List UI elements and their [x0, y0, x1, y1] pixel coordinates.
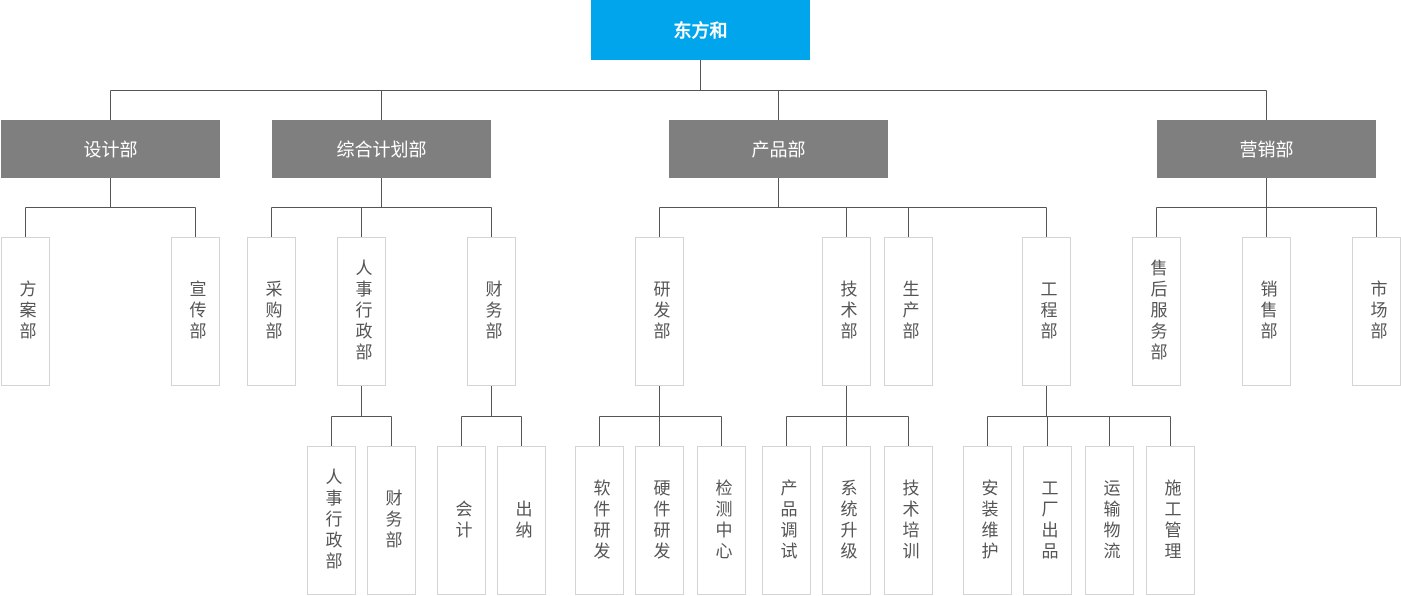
team-node: 财务部 — [467, 237, 516, 386]
connector-marketing — [1156, 178, 1377, 237]
team-label: 销售部 — [1256, 280, 1277, 343]
sub-team-node: 人事行政部 — [307, 446, 356, 595]
sub-team-label: 出纳 — [511, 499, 532, 542]
sub-team-node: 安装维护 — [963, 446, 1012, 595]
sub-team-label: 人事行政部 — [321, 468, 342, 573]
root-label: 东方和 — [673, 21, 728, 42]
team-node: 销售部 — [1242, 237, 1291, 386]
team-label: 宣传部 — [185, 280, 206, 343]
department-label: 产品部 — [751, 140, 806, 161]
connector-planning — [271, 178, 492, 237]
team-node: 宣传部 — [171, 237, 220, 386]
team-label: 市场部 — [1366, 280, 1387, 343]
team-label: 生产部 — [898, 280, 919, 343]
sub-team-node: 产品调试 — [762, 446, 811, 595]
sub-team-label: 运输物流 — [1099, 478, 1120, 563]
sub-team-label: 财务部 — [381, 489, 402, 552]
sub-team-label: 工厂出品 — [1037, 478, 1058, 563]
team-label: 售后服务部 — [1146, 259, 1167, 364]
connector-finance — [461, 386, 522, 446]
connector-engineering — [987, 386, 1171, 446]
team-label: 工程部 — [1036, 280, 1057, 343]
sub-team-node: 检测中心 — [697, 446, 746, 595]
team-node: 售后服务部 — [1132, 237, 1181, 386]
sub-team-label: 软件研发 — [589, 478, 610, 563]
sub-team-label: 技术培训 — [898, 478, 919, 563]
sub-team-node: 技术培训 — [884, 446, 933, 595]
team-node: 技术部 — [822, 237, 871, 386]
sub-team-label: 系统升级 — [836, 478, 857, 563]
sub-team-label: 产品调试 — [776, 478, 797, 563]
sub-team-label: 施工管理 — [1160, 478, 1181, 563]
sub-team-node: 硬件研发 — [635, 446, 684, 595]
team-node: 工程部 — [1022, 237, 1071, 386]
root-node: 东方和 — [591, 0, 810, 60]
connector-hr-admin — [331, 386, 392, 446]
connector-product — [659, 178, 1047, 237]
department-planning: 综合计划部 — [272, 120, 491, 178]
department-design: 设计部 — [1, 120, 220, 178]
sub-team-node: 工厂出品 — [1023, 446, 1072, 595]
department-marketing: 营销部 — [1157, 120, 1376, 178]
department-label: 综合计划部 — [336, 140, 427, 161]
team-node: 采购部 — [247, 237, 296, 386]
sub-team-label: 硬件研发 — [649, 478, 670, 563]
team-label: 方案部 — [15, 280, 36, 343]
sub-team-node: 运输物流 — [1085, 446, 1134, 595]
team-node: 市场部 — [1352, 237, 1401, 386]
department-label: 设计部 — [83, 140, 138, 161]
connector-tech — [786, 386, 909, 446]
team-label: 研发部 — [649, 280, 670, 343]
connector-rd — [599, 386, 722, 446]
sub-team-node: 施工管理 — [1146, 446, 1195, 595]
department-product: 产品部 — [669, 120, 888, 178]
department-label: 营销部 — [1239, 140, 1294, 161]
team-label: 采购部 — [261, 280, 282, 343]
sub-team-node: 会计 — [437, 446, 486, 595]
team-label: 财务部 — [481, 280, 502, 343]
team-label: 人事行政部 — [351, 259, 372, 364]
sub-team-label: 检测中心 — [711, 478, 732, 563]
sub-team-node: 软件研发 — [575, 446, 624, 595]
sub-team-node: 出纳 — [497, 446, 546, 595]
connector-root-departments — [110, 60, 1267, 120]
team-node: 生产部 — [884, 237, 933, 386]
sub-team-node: 系统升级 — [822, 446, 871, 595]
team-node: 人事行政部 — [337, 237, 386, 386]
team-node: 方案部 — [1, 237, 50, 386]
connector-design — [25, 178, 196, 237]
sub-team-label: 安装维护 — [977, 478, 998, 563]
team-label: 技术部 — [836, 280, 857, 343]
sub-team-node: 财务部 — [367, 446, 416, 595]
team-node: 研发部 — [635, 237, 684, 386]
sub-team-label: 会计 — [451, 499, 472, 542]
